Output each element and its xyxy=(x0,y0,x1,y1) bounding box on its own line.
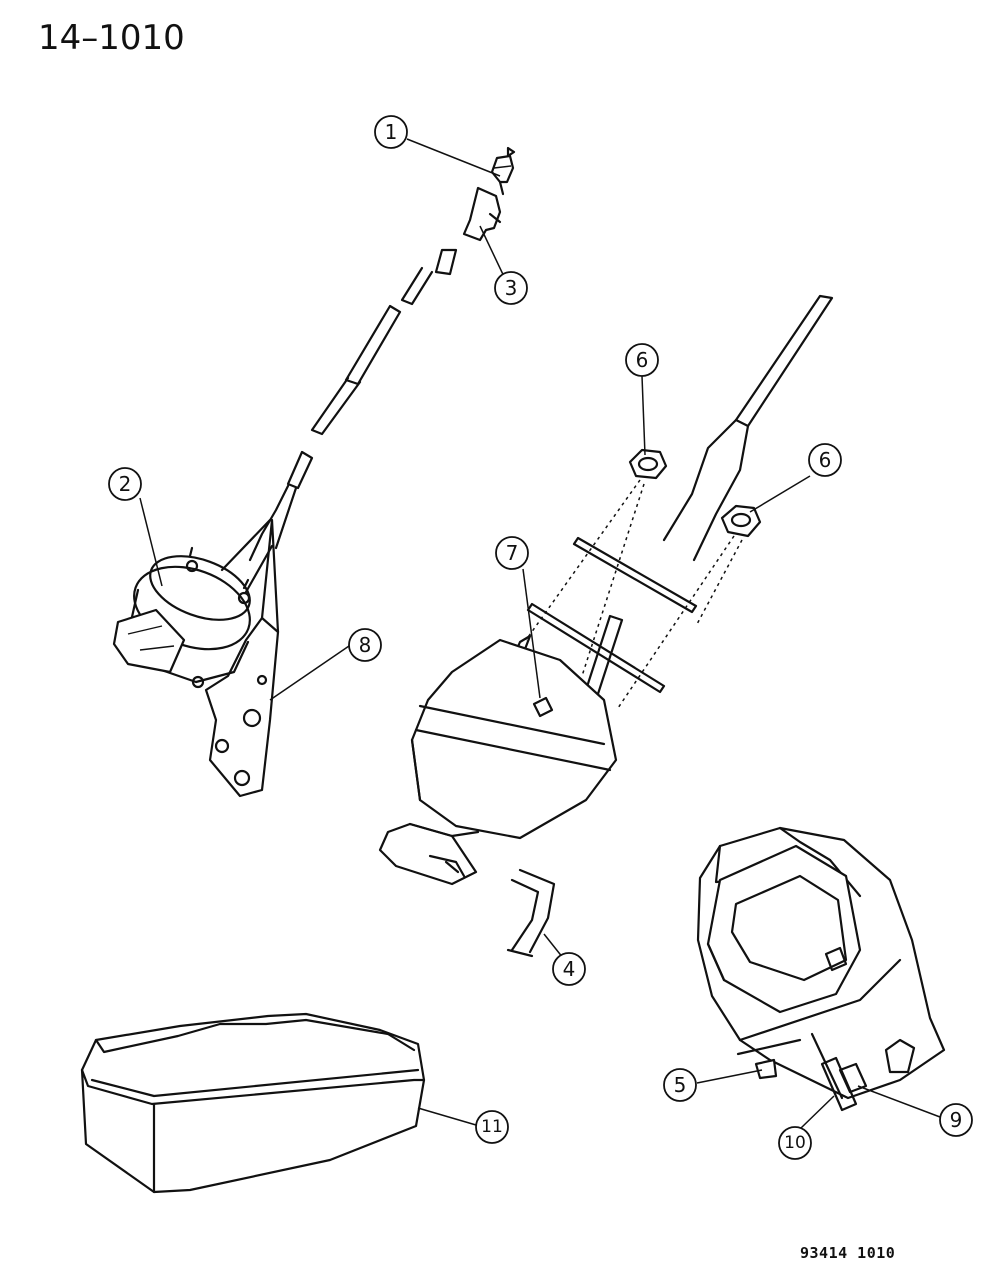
callout-6-lower: 6 xyxy=(808,443,842,477)
callout-11-label: 11 xyxy=(481,1117,503,1137)
part-mounting-bracket xyxy=(204,518,280,798)
callout-1: 1 xyxy=(374,115,408,149)
callout-10-label: 10 xyxy=(784,1133,806,1153)
callout-4: 4 xyxy=(552,952,586,986)
callout-7-label: 7 xyxy=(506,541,519,565)
part-cable-connector xyxy=(462,186,502,242)
callout-2: 2 xyxy=(108,467,142,501)
part-alt-servo xyxy=(696,826,946,1112)
page-code: 14–1010 xyxy=(38,18,185,58)
callout-6-upper: 6 xyxy=(625,343,659,377)
part-nut-lower xyxy=(720,504,762,538)
part-vacuum-servo xyxy=(112,484,298,689)
callout-9: 9 xyxy=(939,1103,973,1137)
drawing-id: 93414 1010 xyxy=(800,1244,896,1262)
callout-1-label: 1 xyxy=(385,120,398,144)
callout-3-label: 3 xyxy=(505,276,518,300)
callout-8: 8 xyxy=(348,628,382,662)
part-cable-segments xyxy=(286,248,458,490)
part-cover-box xyxy=(80,1012,426,1194)
callout-6-lower-label: 6 xyxy=(819,448,832,472)
callout-5: 5 xyxy=(663,1068,697,1102)
callout-8-label: 8 xyxy=(359,633,372,657)
callout-4-label: 4 xyxy=(563,957,576,981)
part-vacuum-hose xyxy=(506,868,556,958)
part-center-servo xyxy=(378,294,834,886)
callout-9-label: 9 xyxy=(950,1108,963,1132)
callout-11: 11 xyxy=(475,1110,509,1144)
callout-7: 7 xyxy=(495,536,529,570)
callout-6-upper-label: 6 xyxy=(636,348,649,372)
callout-2-label: 2 xyxy=(119,472,132,496)
callout-10: 10 xyxy=(778,1126,812,1160)
part-nut-upper xyxy=(628,448,668,480)
callout-3: 3 xyxy=(494,271,528,305)
callout-5-label: 5 xyxy=(674,1073,687,1097)
part-cable-end-clip xyxy=(490,146,516,196)
